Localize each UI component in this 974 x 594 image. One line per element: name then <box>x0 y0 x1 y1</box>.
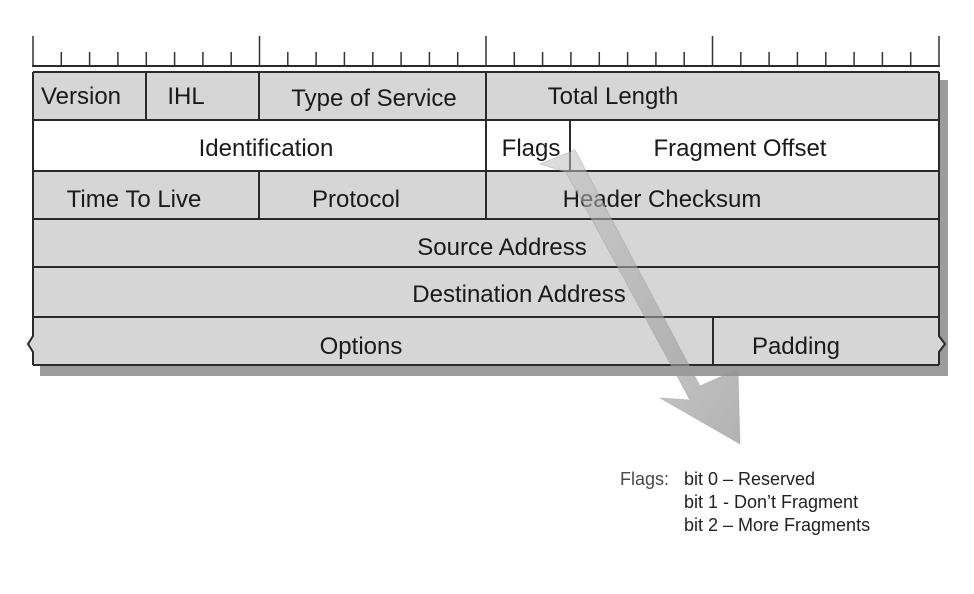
field-source-address: Source Address <box>417 234 586 261</box>
flags-note-row: Flags: bit 0 – Reserved <box>620 468 870 491</box>
flags-note-spacer <box>620 491 684 514</box>
field-version: Version <box>41 83 121 110</box>
ruler-ticks <box>32 36 940 66</box>
field-flags: Flags <box>502 135 561 162</box>
field-options: Options <box>320 333 403 360</box>
field-fragment-offset: Fragment Offset <box>654 135 827 162</box>
header-table: Version IHL Type of Service Total Length… <box>26 71 947 366</box>
flags-note-bit: bit 2 – More Fragments <box>684 515 871 535</box>
flags-arrow <box>538 149 741 445</box>
row-1-dividers <box>145 72 487 120</box>
row-6 <box>28 317 945 365</box>
right-border <box>938 72 947 365</box>
left-border <box>26 72 34 365</box>
flags-note-bit: bit 1 - Don’t Fragment <box>684 492 859 512</box>
field-destination-address: Destination Address <box>412 281 625 308</box>
flags-note-key: Flags: <box>620 469 670 489</box>
flags-note-spacer <box>620 514 684 537</box>
bit-ruler <box>32 36 940 67</box>
field-total-length: Total Length <box>548 83 679 110</box>
field-identification: Identification <box>199 135 334 162</box>
field-type-of-service: Type of Service <box>291 85 456 112</box>
field-ihl: IHL <box>167 83 204 110</box>
flags-note-row: bit 2 – More Fragments <box>620 514 870 537</box>
field-protocol: Protocol <box>312 186 400 213</box>
row-5 <box>33 267 939 317</box>
field-time-to-live: Time To Live <box>67 186 202 213</box>
row-4 <box>33 219 939 267</box>
row-3-dividers <box>258 171 487 219</box>
flags-note-bit: bit 0 – Reserved <box>684 469 816 489</box>
flags-note: Flags: bit 0 – Reserved bit 1 - Don’t Fr… <box>620 468 870 537</box>
flags-note-row: bit 1 - Don’t Fragment <box>620 491 870 514</box>
field-padding: Padding <box>752 333 840 360</box>
